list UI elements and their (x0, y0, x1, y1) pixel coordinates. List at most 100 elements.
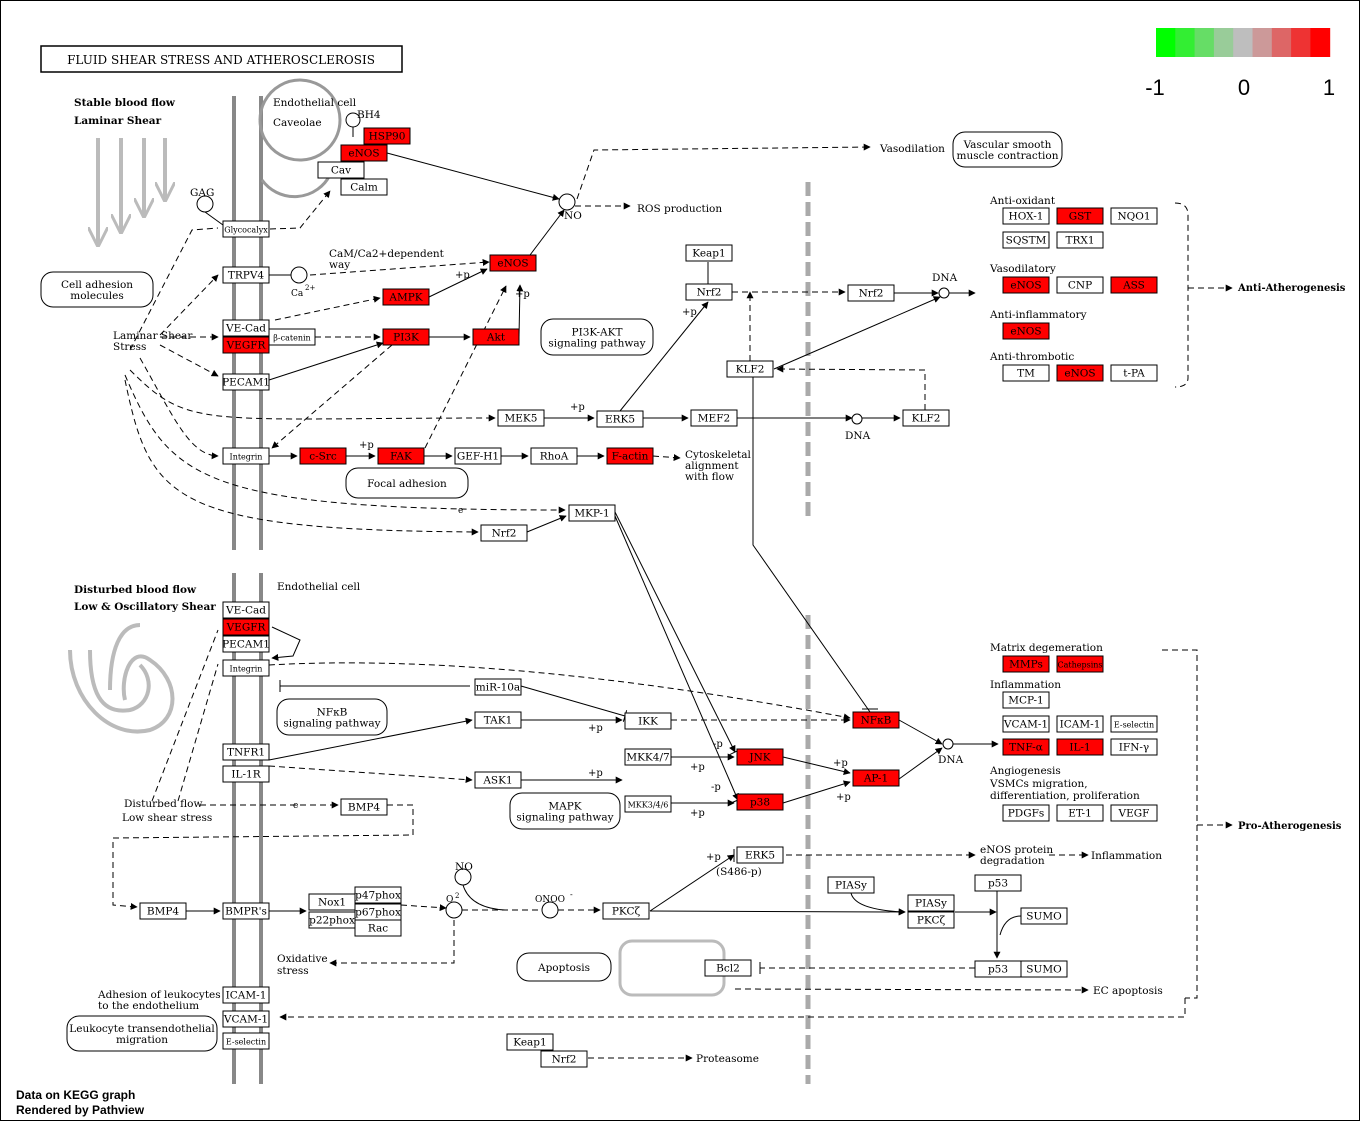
gene-node-p38[interactable]: p38 (736, 793, 784, 811)
gene-node-nqo1[interactable]: NQO1 (1110, 207, 1158, 225)
pathway-box-focal-adhesion[interactable]: Focal adhesion (345, 467, 469, 499)
gene-node-pecam2[interactable]: PECAM1 (222, 635, 270, 653)
gene-node-keap1_b[interactable]: Keap1 (506, 1033, 554, 1051)
gene-node-ass[interactable]: ASS (1110, 276, 1158, 294)
gene-node-nrf2_b[interactable]: Nrf2 (685, 283, 733, 301)
gene-node-fak[interactable]: FAK (377, 447, 425, 465)
gene-node-sumo_a[interactable]: SUMO (1020, 907, 1068, 925)
gene-node-klf2_a[interactable]: KLF2 (902, 409, 950, 427)
gene-node-vecad2[interactable]: VE-Cad (222, 601, 270, 619)
gene-node-nox1[interactable]: Nox1 (308, 893, 356, 911)
gene-node-mmps[interactable]: MMPs (1002, 655, 1050, 673)
gene-node-p67phox[interactable]: p67phox (354, 903, 402, 921)
gene-node-sqstm[interactable]: SQSTM (1002, 231, 1050, 249)
gene-node-enos_top[interactable]: eNOS (340, 144, 388, 162)
gene-node-mkk36[interactable]: MKK3/4/6 (624, 795, 672, 813)
gene-node-enos_r2[interactable]: eNOS (1002, 322, 1050, 340)
gene-node-ap1[interactable]: AP-1 (852, 769, 900, 787)
gene-node-icam1_r[interactable]: ICAM-1 (1056, 715, 1104, 733)
gene-node-factin[interactable]: F-actin (606, 447, 654, 465)
gene-node-cnp[interactable]: CNP (1056, 276, 1104, 294)
gene-node-mef2[interactable]: MEF2 (690, 409, 738, 427)
gene-node-csrc[interactable]: c-Src (299, 447, 347, 465)
gene-node-trx1[interactable]: TRX1 (1056, 231, 1104, 249)
gene-node-pdgfs[interactable]: PDGFs (1002, 804, 1050, 822)
gene-node-gst[interactable]: GST (1056, 207, 1104, 225)
gene-node-mkp1[interactable]: MKP-1 (568, 504, 616, 522)
gene-node-tpa[interactable]: t-PA (1110, 364, 1158, 382)
gene-node-et1[interactable]: ET-1 (1056, 804, 1104, 822)
gene-node-eselectin_r[interactable]: E-selectin (1110, 715, 1158, 733)
gene-node-tnfr1[interactable]: TNFR1 (222, 743, 270, 761)
gene-node-bcl2[interactable]: Bcl2 (704, 959, 752, 977)
gene-node-ask1[interactable]: ASK1 (474, 771, 522, 789)
gene-node-vecad1[interactable]: VE-Cad (222, 319, 270, 337)
gene-node-klf2_b[interactable]: KLF2 (726, 360, 774, 378)
gene-node-hsp90[interactable]: HSP90 (363, 127, 411, 145)
gene-node-tm[interactable]: TM (1002, 364, 1050, 382)
gene-node-enos_r1[interactable]: eNOS (1002, 276, 1050, 294)
gene-node-enos_mid[interactable]: eNOS (489, 254, 537, 272)
gene-node-glycocalyx[interactable]: Glycocalyx (222, 220, 270, 238)
gene-node-vcam1_l[interactable]: VCAM-1 (222, 1010, 270, 1028)
pathway-box-apoptosis[interactable]: Apoptosis (516, 952, 612, 982)
gene-node-pi3k[interactable]: PI3K (382, 328, 430, 346)
gene-node-piasy_a[interactable]: PIASy (827, 876, 875, 894)
gene-node-tnfa[interactable]: TNF-α (1002, 738, 1050, 756)
gene-node-bcatenin[interactable]: β-catenin (268, 328, 316, 346)
gene-node-vegfr1[interactable]: VEGFR (222, 336, 270, 354)
gene-node-mcp1[interactable]: MCP-1 (1002, 691, 1050, 709)
gene-node-vcam1_r[interactable]: VCAM-1 (1002, 715, 1050, 733)
gene-node-pecam1[interactable]: PECAM1 (222, 373, 270, 391)
gene-node-trpv4[interactable]: TRPV4 (222, 266, 270, 284)
gene-node-eselectin_l[interactable]: E-selectin (222, 1032, 270, 1050)
gene-node-mkk47[interactable]: MKK4/7 (624, 748, 672, 766)
gene-node-mir10a[interactable]: miR-10a (474, 678, 522, 696)
gene-node-vegf[interactable]: VEGF (1110, 804, 1158, 822)
gene-node-nrf2_c[interactable]: Nrf2 (847, 284, 895, 302)
gene-node-calm[interactable]: Calm (340, 178, 388, 196)
gene-node-ifny[interactable]: IFN-γ (1110, 738, 1158, 756)
gene-node-p47phox[interactable]: p47phox (354, 886, 402, 904)
gene-node-cav[interactable]: Cav (317, 161, 365, 179)
gene-node-rhoa[interactable]: RhoA (530, 447, 578, 465)
gene-node-hox1[interactable]: HOX-1 (1002, 207, 1050, 225)
gene-node-icam1_l[interactable]: ICAM-1 (222, 986, 270, 1004)
gene-node-rac[interactable]: Rac (354, 919, 402, 937)
gene-node-integrin2[interactable]: Integrin (222, 659, 270, 677)
gene-node-cathepsins[interactable]: Cathepsins (1056, 655, 1104, 673)
gene-node-jnk[interactable]: JNK (736, 748, 784, 766)
gene-node-ampk[interactable]: AMPK (382, 288, 430, 306)
gene-node-p53_a[interactable]: p53 (974, 874, 1022, 892)
gene-node-nrf2_a[interactable]: Nrf2 (480, 524, 528, 542)
gene-node-nrf2_d[interactable]: Nrf2 (540, 1050, 588, 1068)
gene-node-vegfr2[interactable]: VEGFR (222, 618, 270, 636)
gene-node-erk5_top[interactable]: ERK5 (596, 410, 644, 428)
gene-node-sumo_b[interactable]: SUMO (1020, 960, 1068, 978)
gene-node-integrin1[interactable]: Integrin (222, 447, 270, 465)
gene-node-erk5_b[interactable]: ERK5 (736, 846, 784, 864)
gene-node-bmprs[interactable]: BMPR's (222, 902, 270, 920)
gene-node-pkcz[interactable]: PKCζ (602, 902, 650, 920)
gene-node-piasy_b[interactable]: PIASy (907, 894, 955, 912)
gene-node-bmp4_b[interactable]: BMP4 (139, 902, 187, 920)
gene-node-keap1_top[interactable]: Keap1 (685, 244, 733, 262)
gene-node-mek5[interactable]: MEK5 (497, 409, 545, 427)
gene-node-akt[interactable]: Akt (472, 328, 520, 346)
gene-node-il1[interactable]: IL-1 (1056, 738, 1104, 756)
gene-node-nfkb[interactable]: NFκB (852, 711, 900, 729)
gene-node-bmp4_a[interactable]: BMP4 (340, 798, 388, 816)
gene-node-tak1[interactable]: TAK1 (474, 711, 522, 729)
gene-node-ikk[interactable]: IKK (624, 712, 672, 730)
gene-node-pkcz_b[interactable]: PKCζ (907, 911, 955, 929)
gene-node-enos_r3[interactable]: eNOS (1056, 364, 1104, 382)
gene-node-p22phox[interactable]: p22phox (308, 911, 356, 929)
gene-node-il1r[interactable]: IL-1R (222, 765, 270, 783)
gene-node-p53_b[interactable]: p53 (974, 960, 1022, 978)
